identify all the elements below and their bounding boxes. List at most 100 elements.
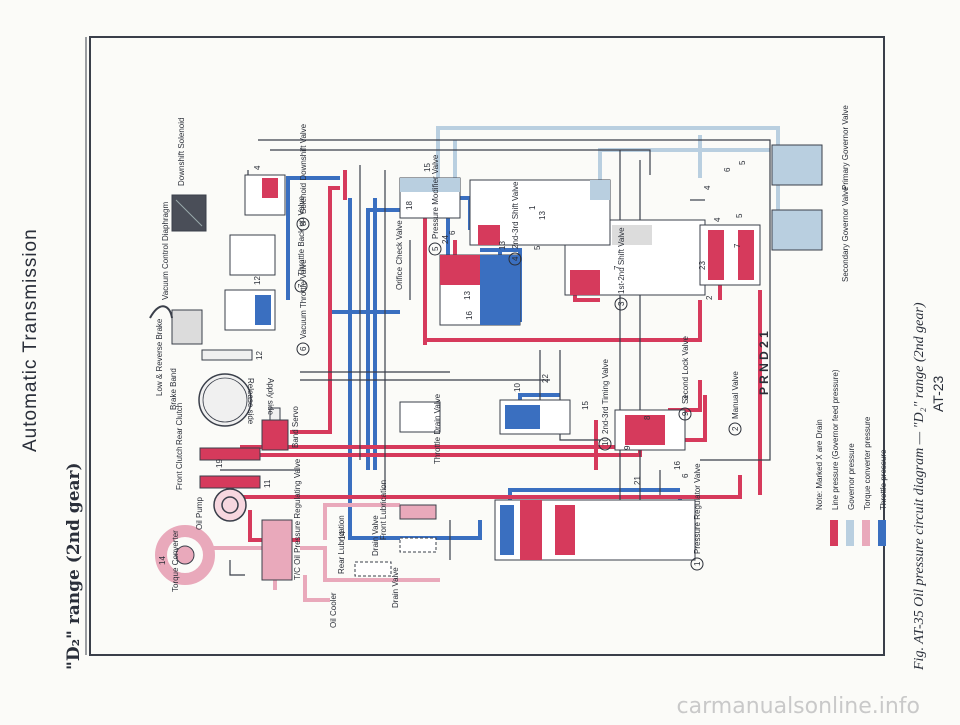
legend-label-line-pressure: Line pressure (Governor feed pressure)	[831, 369, 840, 510]
svg-text:1st-2nd Shift Valve: 1st-2nd Shift Valve	[617, 227, 626, 294]
label-tc-regulating-valve: T/C Oil Pressure Regulating Valve	[293, 458, 302, 580]
port-number: 7	[733, 243, 742, 248]
port-number: 16	[465, 311, 474, 320]
port-number: 15	[581, 401, 590, 410]
port-number: 5	[738, 160, 747, 165]
svg-text:10: 10	[601, 437, 610, 446]
shift-valve-2-3-body	[469, 179, 611, 246]
solenoid-downshift-valve-body	[244, 174, 286, 216]
port-number: 4	[713, 217, 722, 222]
drain-valve-body-2	[399, 537, 437, 553]
port-number: 12	[255, 351, 264, 360]
pressure-modifier-valve-body	[399, 177, 461, 219]
port-number: 10	[513, 383, 522, 392]
port-number: 13	[498, 241, 507, 250]
tc-regulating-valve-body	[261, 519, 293, 581]
label-secondary-governor: Secondary Governor Valve	[841, 186, 850, 282]
brake-band-icon	[198, 373, 252, 427]
svg-text:Throttle Back up Valve: Throttle Back up Valve	[297, 196, 306, 276]
svg-text:Manual Valve: Manual Valve	[731, 371, 740, 419]
label-front-clutch: Front Clutch	[175, 446, 184, 490]
port-number: 13	[463, 291, 472, 300]
svg-text:1: 1	[693, 561, 702, 566]
port-number: 6	[723, 167, 732, 172]
port-number: 2	[705, 295, 714, 300]
oil-pump-icon	[213, 488, 247, 522]
timing-valve-body	[499, 399, 571, 435]
svg-text:Second Lock Valve: Second Lock Valve	[681, 336, 690, 404]
port-number: 9	[623, 445, 632, 450]
svg-text:Pressure Modifier Valve: Pressure Modifier Valve	[431, 154, 440, 239]
valve-label-9: 9 Second Lock Valve	[678, 336, 692, 421]
vacuum-throttle-valve-body	[224, 289, 276, 331]
front-clutch-icon	[199, 475, 261, 489]
port-number: 23	[698, 261, 707, 270]
low-reverse-brake-icon	[201, 349, 253, 361]
label-drain-valve-2: Drain Valve	[391, 567, 400, 608]
label-prnd21: P R N D 2 1	[757, 331, 771, 395]
watermark: carmanualsonline.info	[676, 694, 920, 719]
port-number: 3	[681, 395, 690, 400]
throttle-modulator-block	[439, 254, 521, 326]
svg-text:Vacuum Throttle Valve: Vacuum Throttle Valve	[299, 259, 308, 339]
port-number: 6	[448, 230, 457, 235]
svg-text:Solenoid Downshift Valve: Solenoid Downshift Valve	[299, 123, 308, 214]
throttle-drain-valve-body	[399, 401, 441, 433]
port-number: 16	[673, 461, 682, 470]
port-number: 19	[215, 459, 224, 468]
port-number: 14	[338, 531, 347, 540]
port-number: 6	[681, 473, 690, 478]
legend-label-throttle-pressure: Throttle pressure	[879, 449, 888, 510]
valve-label-7: 7 Throttle Back up Valve	[294, 196, 308, 293]
port-number: 15	[423, 163, 432, 172]
label-apply-side: Apply side	[266, 378, 275, 415]
label-throttle-drain-valve: Throttle Drain Valve	[433, 393, 442, 464]
label-oil-cooler: Oil Cooler	[329, 592, 338, 628]
label-rear-lubrication: Rear Lubrication	[337, 515, 346, 574]
port-number: 4	[703, 185, 712, 190]
valve-label-8: 8 Solenoid Downshift Valve	[296, 123, 310, 231]
valve-label-1: 1 Pressure Regulator Valve	[690, 463, 704, 571]
port-number: 5	[533, 245, 542, 250]
manual-valve-body	[614, 409, 686, 451]
front-lubrication-valve-body	[399, 504, 437, 520]
label-torque-converter: Torque Converter	[171, 530, 180, 592]
legend-swatch-governor-pressure	[846, 520, 854, 546]
legend-label-tc-pressure: Torque converter pressure	[863, 416, 872, 510]
port-number: 1	[528, 205, 537, 210]
vacuum-diaphragm-icon	[149, 305, 203, 345]
valve-label-10: 10 2nd-3rd Timing Valve	[598, 358, 612, 451]
rear-clutch-icon	[199, 447, 261, 461]
port-number: 22	[541, 374, 550, 383]
svg-text:2nd-3rd Shift Valve: 2nd-3rd Shift Valve	[511, 181, 520, 249]
label-band-servo: Band Servo	[291, 406, 300, 448]
pressure-regulator-valve-body	[494, 499, 696, 561]
torque-converter-icon	[155, 525, 215, 585]
valve-label-4: 4 2nd-3rd Shift Valve	[508, 181, 522, 266]
label-primary-governor: Primary Governor Valve	[841, 105, 850, 190]
legend-swatch-line-pressure	[830, 520, 838, 546]
svg-text:4: 4	[511, 256, 520, 261]
svg-text:Pressure Regulator Valve: Pressure Regulator Valve	[693, 463, 702, 554]
valve-label-5: 5 Pressure Modifier Valve	[428, 154, 442, 256]
port-number: 11	[263, 479, 272, 488]
secondary-governor-icon	[771, 209, 823, 251]
label-drain-valve-1: Drain Valve	[371, 515, 380, 556]
port-number: 18	[405, 201, 414, 210]
downshift-solenoid-icon	[171, 194, 207, 232]
label-release-side: Release side	[246, 378, 255, 425]
port-number: 4	[253, 165, 262, 170]
band-servo-icon	[261, 407, 289, 451]
svg-text:9: 9	[681, 411, 690, 416]
legend: Note: Marked X are Drain Line pressure (…	[815, 369, 888, 546]
label-oil-pump: Oil Pump	[195, 497, 204, 530]
legend-label-governor-pressure: Governor pressure	[847, 443, 856, 510]
label-vacuum-diaphragm: Vacuum Control Diaphragm	[161, 202, 170, 300]
drain-valve-body	[354, 561, 392, 577]
port-number: 12	[253, 276, 262, 285]
label-orifice-check-valve: Orifice Check Valve	[395, 220, 404, 290]
throttle-backup-valve-body	[229, 234, 276, 276]
svg-text:2nd-3rd Timing Valve: 2nd-3rd Timing Valve	[601, 358, 610, 434]
port-number: 5	[735, 213, 744, 218]
